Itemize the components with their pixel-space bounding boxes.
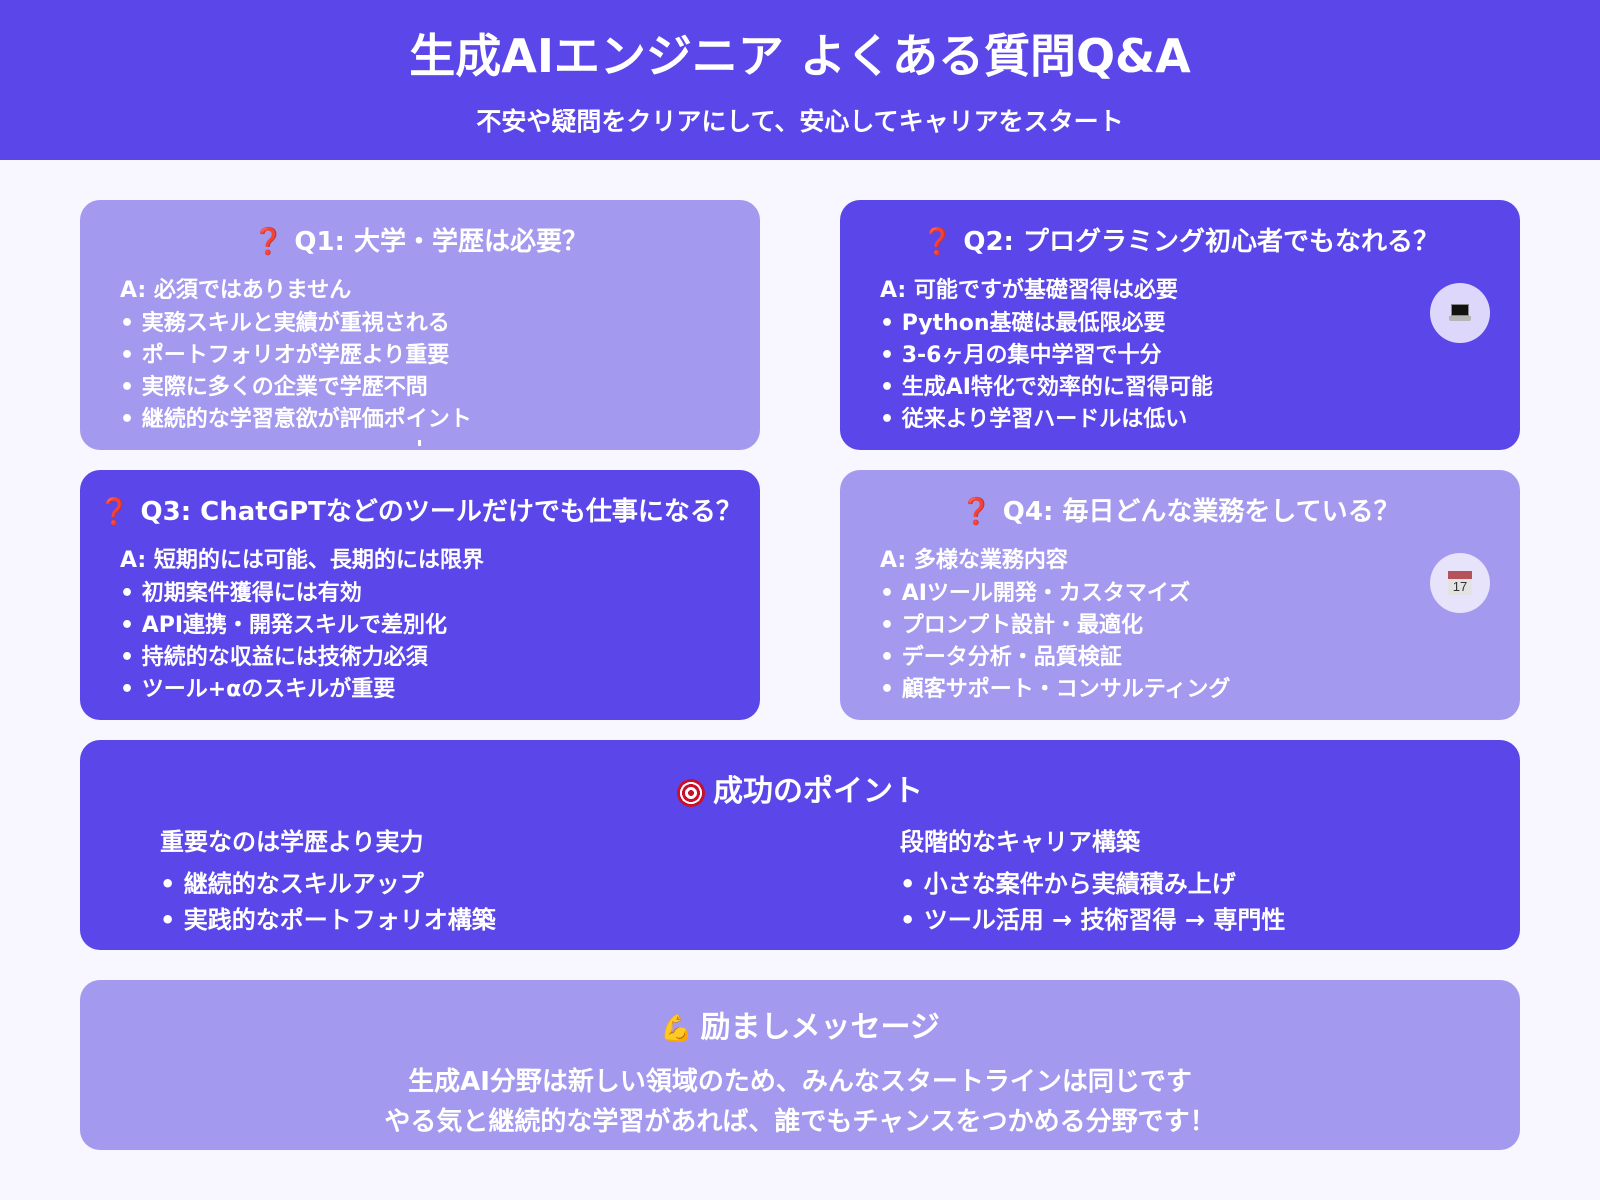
question-mark-icon: ❓ <box>98 497 131 527</box>
success-points-panel: 成功のポイント 重要なのは学歴より実力 • 継続的なスキルアップ • 実践的なポ… <box>80 740 1520 950</box>
encouragement-panel: 💪励ましメッセージ 生成AI分野は新しい領域のため、みんなスタートラインは同じで… <box>80 980 1520 1150</box>
calendar-icon: 17 <box>1448 571 1472 595</box>
page-header: 生成AIエンジニア よくある質問Q&A 不安や疑問をクリアにして、安心してキャリ… <box>0 0 1600 160</box>
encouragement-body: 生成AI分野は新しい領域のため、みんなスタートラインは同じです やる気と継続的な… <box>80 1062 1520 1142</box>
success-column-right: 段階的なキャリア構築 • 小さな案件から実績積み上げ • ツール活用 → 技術習… <box>900 824 1285 938</box>
page-title: 生成AIエンジニア よくある質問Q&A <box>409 29 1191 83</box>
question-mark-icon: ❓ <box>251 227 285 257</box>
answer-block: A: 短期的には可能、長期的には限界 • 初期案件獲得には有効 • API連携・… <box>120 544 484 706</box>
list-item: • 生成AI特化で効率的に習得可能 <box>880 375 1213 400</box>
list-item: • ツール活用 → 技術習得 → 専門性 <box>900 906 1286 934</box>
page-subtitle: 不安や疑問をクリアにして、安心してキャリアをスタート <box>476 107 1124 136</box>
list-item: • 継続的な学習意欲が評価ポイント <box>120 407 472 432</box>
column-heading: 重要なのは学歴より実力 <box>160 828 424 856</box>
question-heading: ❓ Q3: ChatGPTなどのツールだけでも仕事になる？ <box>80 492 760 532</box>
list-item: • 小さな案件から実績積み上げ <box>900 870 1236 898</box>
list-item: • ツール+αのスキルが重要 <box>120 677 396 702</box>
answer-block: A: 必須ではありません • 実務スキルと実績が重視される • ポートフォリオが… <box>120 274 472 436</box>
question-text: Q1: 大学・学歴は必要？ <box>294 227 589 257</box>
laptop-icon-badge <box>1430 283 1490 343</box>
list-item: • 顧客サポート・コンサルティング <box>880 677 1231 702</box>
answer-block: A: 可能ですが基礎習得は必要 • Python基礎は最低限必要 • 3-6ヶ月… <box>880 274 1213 436</box>
calendar-icon-badge: 17 <box>1430 553 1490 613</box>
list-item: • 実際に多くの企業で学歴不問 <box>120 375 428 400</box>
question-heading: ❓ Q2: プログラミング初心者でもなれる？ <box>840 222 1520 262</box>
list-item: • 実践的なポートフォリオ構築 <box>160 906 496 934</box>
list-item: • 従来より学習ハードルは低い <box>880 407 1188 432</box>
list-item: • データ分析・品質検証 <box>880 645 1122 670</box>
answer-block: A: 多様な業務内容 • AIツール開発・カスタマイズ • プロンプト設計・最適… <box>880 544 1230 706</box>
qa-card-q1: ❓ Q1: 大学・学歴は必要？ A: 必須ではありません • 実務スキルと実績が重… <box>80 200 760 450</box>
answer-text: A: 多様な業務内容 <box>880 548 1068 573</box>
message-line: やる気と継続的な学習があれば、誰でもチャンスをつかめる分野です！ <box>384 1107 1216 1137</box>
question-mark-icon: ❓ <box>960 497 993 527</box>
question-heading: ❓ Q4: 毎日どんな業務をしている？ <box>840 492 1520 532</box>
message-line: 生成AI分野は新しい領域のため、みんなスタートラインは同じです <box>408 1067 1192 1097</box>
list-item: • 実務スキルと実績が重視される <box>120 311 450 336</box>
list-item: • 初期案件獲得には有効 <box>120 581 362 606</box>
answer-text: A: 可能ですが基礎習得は必要 <box>880 278 1178 303</box>
column-heading: 段階的なキャリア構築 <box>900 828 1140 856</box>
list-item: • ポートフォリオが学歴より重要 <box>120 343 450 368</box>
list-item: • 継続的なスキルアップ <box>160 870 424 898</box>
success-heading: 成功のポイント <box>80 770 1520 814</box>
calendar-day: 17 <box>1452 579 1468 594</box>
question-text: Q2: プログラミング初心者でもなれる？ <box>963 227 1440 257</box>
question-text: Q3: ChatGPTなどのツールだけでも仕事になる？ <box>140 497 742 527</box>
answer-text: A: 必須ではありません <box>120 278 352 303</box>
question-text: Q4: 毎日どんな業務をしている？ <box>1002 497 1400 527</box>
qa-card-q4: ❓ Q4: 毎日どんな業務をしている？ A: 多様な業務内容 • AIツール開発・… <box>840 470 1520 720</box>
laptop-icon <box>1449 304 1471 322</box>
list-item: • API連携・開発スキルで差別化 <box>120 613 448 638</box>
target-icon <box>677 778 705 807</box>
success-column-left: 重要なのは学歴より実力 • 継続的なスキルアップ • 実践的なポートフォリオ構築 <box>160 824 496 938</box>
stray-mark <box>418 440 421 446</box>
list-item: • プロンプト設計・最適化 <box>880 613 1144 638</box>
list-item: • 3-6ヶ月の集中学習で十分 <box>880 343 1162 368</box>
question-mark-icon: ❓ <box>920 227 954 257</box>
list-item: • 持続的な収益には技術力必須 <box>120 645 428 670</box>
answer-text: A: 短期的には可能、長期的には限界 <box>120 548 484 573</box>
qa-card-q3: ❓ Q3: ChatGPTなどのツールだけでも仕事になる？ A: 短期的には可能、… <box>80 470 760 720</box>
success-title: 成功のポイント <box>713 774 923 809</box>
qa-card-q2: ❓ Q2: プログラミング初心者でもなれる？ A: 可能ですが基礎習得は必要 • … <box>840 200 1520 450</box>
encouragement-heading: 💪励ましメッセージ <box>80 1006 1520 1051</box>
question-heading: ❓ Q1: 大学・学歴は必要？ <box>80 222 760 262</box>
list-item: • AIツール開発・カスタマイズ <box>880 581 1191 606</box>
list-item: • Python基礎は最低限必要 <box>880 311 1166 336</box>
encouragement-title: 励ましメッセージ <box>700 1010 940 1045</box>
muscle-icon: 💪 <box>660 1013 693 1044</box>
